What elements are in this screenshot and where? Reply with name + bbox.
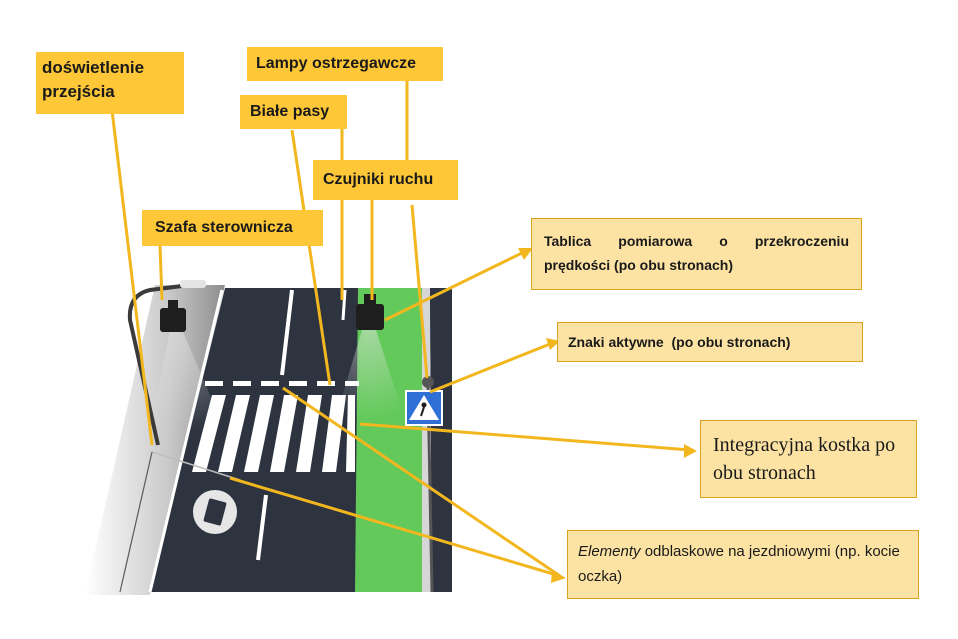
label-elementy-odblaskowe: Elementy odblaskowe na jezdniowymi (np. … (567, 530, 919, 599)
label-elementy-rest: odblaskowe na jezdniowymi (np. kocie ocz… (578, 543, 900, 585)
label-integracyjna-kostka: Integracyjna kostka po obu stronach (700, 420, 917, 498)
sensor-left (160, 300, 186, 332)
arrow-heads (518, 248, 697, 583)
label-doswietlenie: doświetlenie przejścia (36, 52, 184, 114)
sign-light (422, 376, 434, 388)
road-edge-left (148, 289, 224, 593)
road-right-edge (430, 288, 452, 592)
label-znaki-aktywne: Znaki aktywne (po obu stronach) (557, 322, 863, 362)
lane-line-1 (280, 289, 294, 376)
cable (151, 451, 241, 481)
leader-lines (110, 80, 691, 578)
light-cone-left (150, 330, 225, 430)
label-lampy-ostrzegawcze: Lampy ostrzegawcze (247, 47, 443, 81)
label-szafa-sterownicza: Szafa sterownicza (142, 210, 323, 246)
light-cone-right (335, 330, 405, 420)
label-czujniki-ruchu: Czujniki ruchu (313, 160, 458, 200)
lane-line-3 (341, 289, 347, 321)
label-elementy-italic: Elementy (578, 543, 641, 560)
label-tablica-pomiarowa: Tablica pomiarowa o przekroczeniu prędko… (531, 218, 862, 290)
active-sign (405, 390, 443, 426)
label-biale-pasy: Białe pasy (240, 95, 347, 129)
lane-line-2 (256, 494, 268, 561)
lamp-head (180, 280, 206, 288)
